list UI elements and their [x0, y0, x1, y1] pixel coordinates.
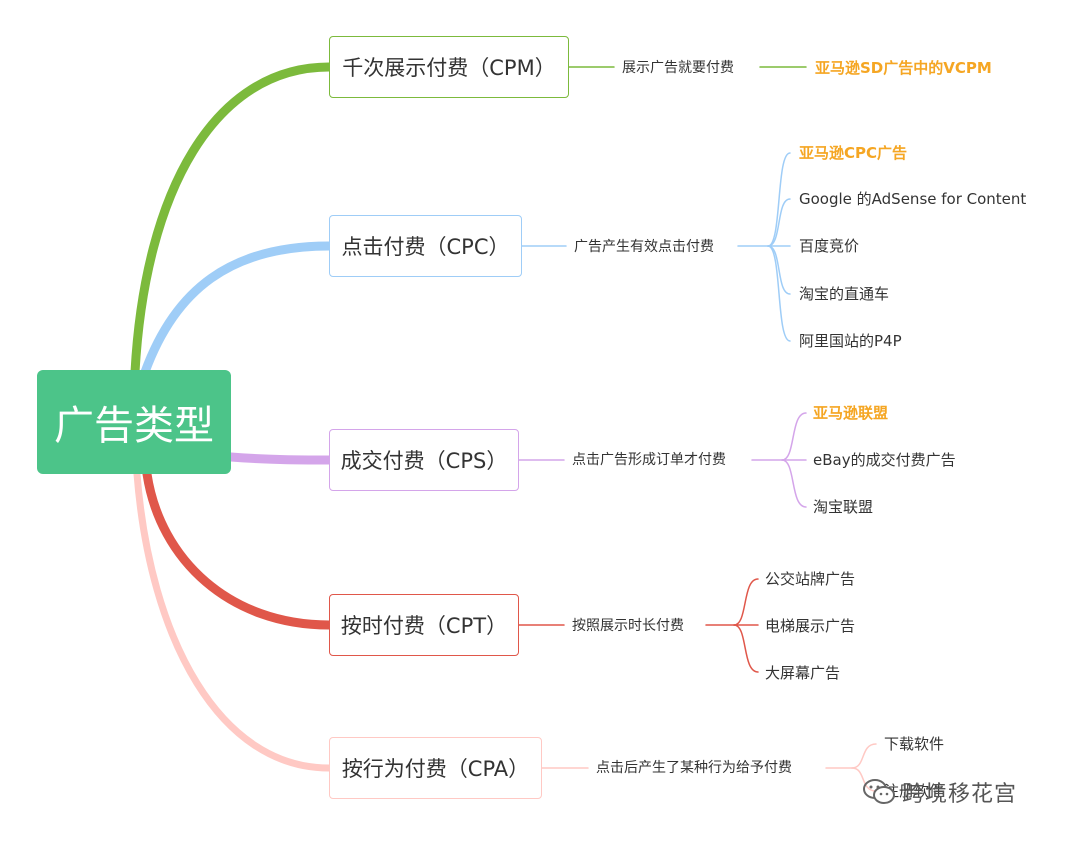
leaf-cps-ebay: eBay的成交付费广告	[813, 451, 956, 469]
leaf-cpt-bus: 公交站牌广告	[765, 570, 856, 588]
edge-cpc-leaf-1	[767, 198, 791, 247]
leaf-cps-amazon: 亚马逊联盟	[813, 404, 889, 422]
edge-cpt-leaf-2	[733, 624, 759, 673]
watermark: 跨境移花宫	[862, 776, 1017, 808]
branch-desc-cpa: 点击后产生了某种行为给予付费	[593, 758, 795, 778]
branch-node-cpt: 按时付费（CPT）	[329, 594, 519, 656]
leaf-cpa-download: 下载软件	[884, 735, 945, 753]
watermark-text: 跨境移花宫	[902, 782, 1018, 807]
root-node: 广告类型	[37, 370, 231, 474]
edge-cpt-leaf-0	[733, 578, 759, 626]
leaf-cpm-vcpm: 亚马逊SD广告中的VCPM	[815, 59, 992, 77]
leaf-cpc-baidu: 百度竞价	[799, 237, 860, 255]
branch-desc-cpt: 按照展示时长付费	[569, 616, 687, 636]
branch-desc-cpc: 广告产生有效点击付费	[571, 237, 717, 257]
branch-node-cpa: 按行为付费（CPA）	[329, 737, 542, 799]
edge-cpa-leaf-1	[851, 767, 877, 792]
leaf-cpc-amazon: 亚马逊CPC广告	[799, 144, 908, 162]
edge-cps-leaf-2	[781, 459, 807, 508]
edge-cpc-leaf-0	[767, 152, 791, 247]
branch-node-cps: 成交付费（CPS）	[329, 429, 519, 491]
edge-root-cpc	[140, 241, 334, 377]
wechat-icon	[863, 779, 895, 804]
leaf-cpa-register: 注册软件	[884, 782, 945, 800]
leaf-cpt-elevator: 电梯展示广告	[765, 617, 856, 635]
leaf-cpc-alibaba: 阿里国站的P4P	[799, 332, 902, 350]
edge-root-cps	[226, 452, 334, 465]
leaf-cps-taobao: 淘宝联盟	[813, 498, 874, 516]
leaf-cpc-google: Google 的AdSense for Content	[799, 190, 1027, 208]
edge-root-cpm	[130, 62, 334, 377]
branch-node-cpc: 点击付费（CPC）	[329, 215, 522, 277]
branch-desc-cpm: 展示广告就要付费	[619, 58, 737, 78]
branch-desc-cps: 点击广告形成订单才付费	[569, 450, 729, 470]
edge-cpc-leaf-4	[767, 245, 791, 342]
branch-node-cpm: 千次展示付费（CPM）	[329, 36, 569, 98]
leaf-cpc-taobao: 淘宝的直通车	[799, 285, 890, 303]
edge-cps-leaf-0	[781, 412, 807, 461]
edge-root-cpt	[142, 469, 334, 630]
edge-cpa-leaf-0	[851, 743, 877, 769]
leaf-cpt-screen: 大屏幕广告	[765, 664, 841, 682]
edge-root-cpa	[133, 470, 333, 772]
